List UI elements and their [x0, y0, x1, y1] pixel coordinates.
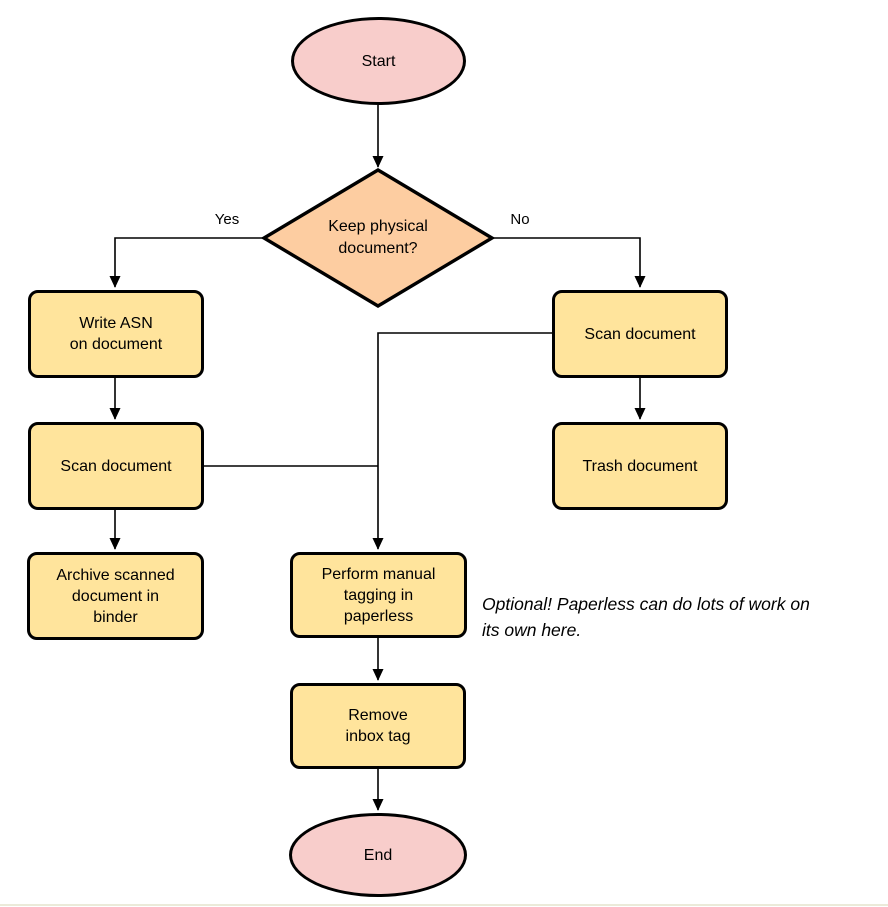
node-label-line: document in [71, 587, 160, 605]
node-end: End [289, 813, 467, 897]
node-scan-document-left: Scan document [28, 422, 204, 510]
node-label-line: document? [338, 240, 418, 257]
node-label-line: Write ASN [79, 315, 153, 332]
annotation-line: Optional! Paperless can do lots of work … [482, 594, 810, 614]
node-decision-label: Keep physical document? [264, 170, 492, 306]
node-label-line: tagging in [343, 586, 414, 604]
node-label-line: paperless [343, 607, 414, 625]
node-label-line: on document [69, 336, 163, 353]
node-label-line: Scan document [60, 457, 172, 475]
node-label-line: Trash document [582, 457, 698, 475]
node-remove-inbox-tag: Remove inbox tag [290, 683, 466, 769]
node-label-line: Remove [348, 707, 408, 724]
window-bottom-edge [0, 904, 888, 906]
node-archive-scanned: Archive scanned document in binder [27, 552, 204, 640]
node-scan-document-right: Scan document [552, 290, 728, 378]
node-label-line: End [363, 846, 393, 864]
annotation-line: its own here. [482, 620, 582, 640]
node-label-line: inbox tag [345, 728, 411, 745]
node-label-line: Perform manual [321, 565, 436, 583]
edge-decision-yes-to-write-asn [109, 237, 264, 288]
node-write-asn: Write ASN on document [28, 290, 204, 378]
decision-diamond-shape [260, 168, 496, 308]
node-label-line: Start [361, 52, 396, 70]
edge-scan-right-to-tagging [372, 332, 552, 550]
edge-label-yes: Yes [214, 211, 240, 228]
annotation-optional: Optional! Paperless can do lots of work … [482, 591, 810, 643]
node-start: Start [291, 17, 466, 105]
node-manual-tagging: Perform manual tagging in paperless [290, 552, 467, 638]
node-label-line: binder [93, 608, 138, 626]
node-label-line: Archive scanned [56, 566, 175, 584]
node-label-line: Keep physical [328, 218, 428, 235]
edge-label-no: No [510, 211, 530, 228]
edge-decision-no-to-scan-right [492, 237, 646, 288]
node-trash-document: Trash document [552, 422, 728, 510]
node-label-line: Scan document [584, 325, 696, 343]
